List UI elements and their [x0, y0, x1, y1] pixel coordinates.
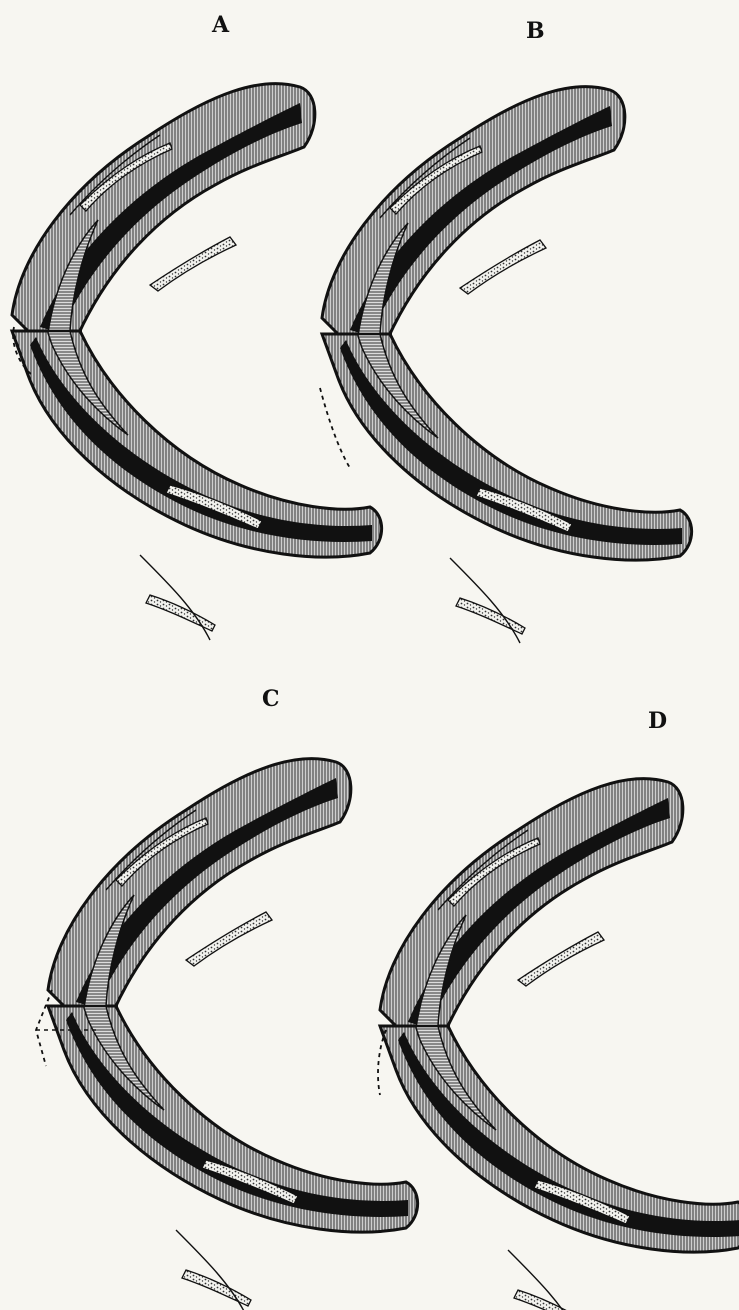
jaw-section-c	[36, 759, 418, 1310]
jaw-section-a	[12, 84, 382, 640]
jaw-section-b	[320, 87, 692, 643]
jaw-section-d	[378, 779, 739, 1310]
